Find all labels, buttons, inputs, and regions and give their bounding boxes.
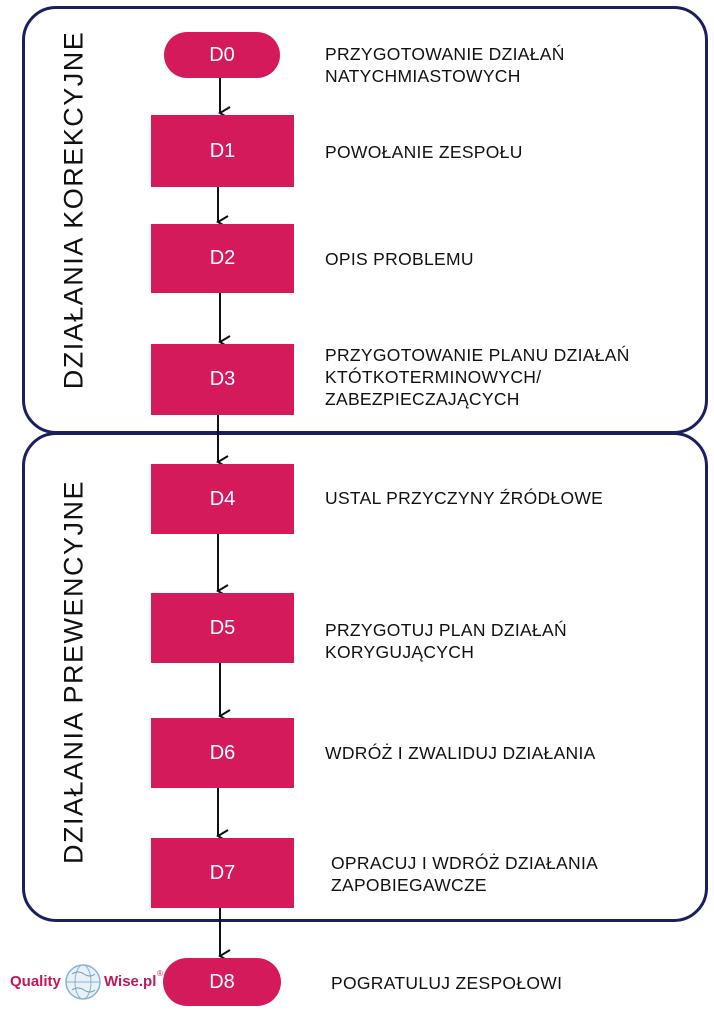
step-d8-node: D8 [163,958,281,1006]
step-d3-description: PRZYGOTOWANIE PLANU DZIAŁAŃ KTÓTKOTERMIN… [325,345,630,409]
step-d1-description: POWOŁANIE ZESPOŁU [325,142,523,162]
step-d4-node: D4 [151,464,294,534]
logo-registered-mark: ® [157,969,163,978]
logo-right-text: Wise.pl [104,973,157,990]
step-d7-description: OPRACUJ I WDRÓŻ DZIAŁANIA ZAPOBIEGAWCZE [331,853,599,895]
step-d2-description: OPIS PROBLEMU [325,249,474,269]
step-d2-node: D2 [151,224,294,293]
step-d8-description: POGRATULUJ ZESPOŁOWI [331,973,563,993]
preventive-actions-group [22,432,708,922]
step-d6-description: WDRÓŻ I ZWALIDUJ DZIAŁANIA [325,743,596,763]
step-d4-description: USTAL PRZYCZYNY ŹRÓDŁOWE [325,488,604,508]
step-d7-node: D7 [151,838,294,908]
step-d3-node: D3 [151,344,294,415]
step-d0-description: PRZYGOTOWANIE DZIAŁAŃ NATYCHMIASTOWYCH [325,44,565,86]
qualitywise-logo: Quality Wise.pl ® [10,958,163,1006]
step-d5-node: D5 [151,593,294,663]
logo-left-text: Quality [10,973,61,990]
step-d1-node: D1 [151,115,294,187]
logo-globe-icon [65,964,101,1000]
step-d5-description: PRZYGOTUJ PLAN DZIAŁAŃ KORYGUJĄCYCH [325,620,567,662]
step-d6-node: D6 [151,718,294,788]
step-d0-node: D0 [164,32,280,78]
